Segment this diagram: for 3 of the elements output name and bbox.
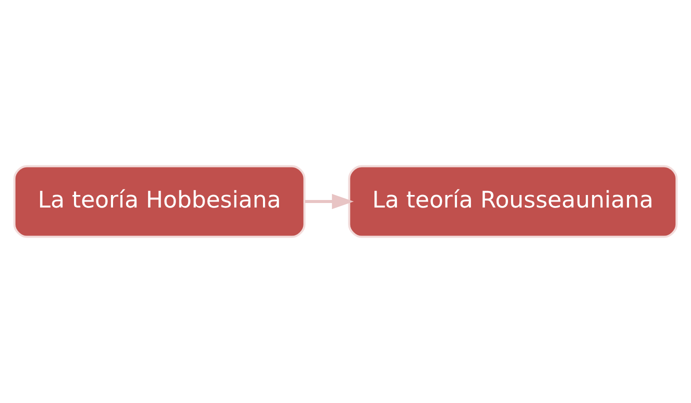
node-box: La teoría Hobbesiana (13, 165, 306, 238)
node-box: La teoría Rousseauniana (348, 165, 678, 238)
arrow (304, 194, 354, 210)
